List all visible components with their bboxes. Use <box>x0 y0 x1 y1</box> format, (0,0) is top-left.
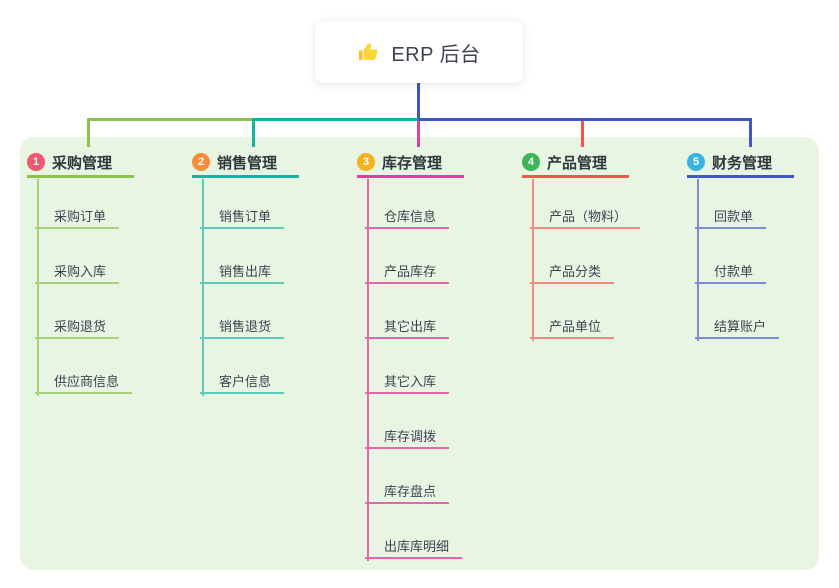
node-product-category[interactable]: 产品分类 <box>530 260 615 284</box>
node-supplier-info[interactable]: 供应商信息 <box>35 370 133 394</box>
bus-connector-blue <box>418 118 752 121</box>
drop-connector-branch4 <box>581 121 584 147</box>
branch-header-sales[interactable]: 2 销售管理 <box>192 149 299 178</box>
branch5-children-connector <box>697 179 699 341</box>
branch-label: 库存管理 <box>382 154 443 172</box>
node-receipt-bill[interactable]: 回款单 <box>695 205 767 229</box>
branch-label: 产品管理 <box>547 154 608 172</box>
node-sales-outbound[interactable]: 销售出库 <box>200 260 285 284</box>
node-other-outbound[interactable]: 其它出库 <box>365 315 450 339</box>
node-payment-bill[interactable]: 付款单 <box>695 260 767 284</box>
thumbs-up-icon <box>357 40 381 64</box>
branch-label: 销售管理 <box>217 154 278 172</box>
node-sales-order[interactable]: 销售订单 <box>200 205 285 229</box>
branch1-children-connector <box>37 179 39 396</box>
branch-number-badge: 1 <box>27 153 45 171</box>
node-stock-transfer[interactable]: 库存调拨 <box>365 425 450 449</box>
node-product-unit[interactable]: 产品单位 <box>530 315 615 339</box>
node-settlement-account[interactable]: 结算账户 <box>695 315 780 339</box>
branch-header-finance[interactable]: 5 财务管理 <box>687 149 794 178</box>
drop-connector-branch3 <box>417 121 420 147</box>
drop-connector-branch5 <box>749 121 752 147</box>
branch-number-badge: 5 <box>687 153 705 171</box>
node-warehouse-info[interactable]: 仓库信息 <box>365 205 450 229</box>
node-other-inbound[interactable]: 其它入库 <box>365 370 450 394</box>
node-purchase-return[interactable]: 采购退货 <box>35 315 120 339</box>
node-customer-info[interactable]: 客户信息 <box>200 370 285 394</box>
branch4-children-connector <box>532 179 534 341</box>
bus-connector-green <box>87 118 253 121</box>
branch-header-product[interactable]: 4 产品管理 <box>522 149 629 178</box>
branch-label: 财务管理 <box>712 154 773 172</box>
branch-header-purchase[interactable]: 1 采购管理 <box>27 149 134 178</box>
branch-number-badge: 4 <box>522 153 540 171</box>
branch3-children-connector <box>367 179 369 561</box>
drop-connector-branch2 <box>252 121 255 147</box>
node-outbound-detail[interactable]: 出库库明细 <box>365 535 463 559</box>
branch-number-badge: 3 <box>357 153 375 171</box>
node-purchase-order[interactable]: 采购订单 <box>35 205 120 229</box>
node-sales-return[interactable]: 销售退货 <box>200 315 285 339</box>
node-purchase-inbound[interactable]: 采购入库 <box>35 260 120 284</box>
node-stock-taking[interactable]: 库存盘点 <box>365 480 450 504</box>
branch-header-inventory[interactable]: 3 库存管理 <box>357 149 464 178</box>
root-node-erp-backend[interactable]: ERP 后台 <box>315 21 523 83</box>
branch-label: 采购管理 <box>52 154 113 172</box>
branches-panel <box>20 137 819 570</box>
branch-number-badge: 2 <box>192 153 210 171</box>
root-drop-connector <box>417 83 420 120</box>
bus-connector-teal <box>252 118 420 121</box>
drop-connector-branch1 <box>87 121 90 147</box>
root-node-title: ERP 后台 <box>391 43 481 66</box>
node-product-material[interactable]: 产品（物料） <box>530 205 641 229</box>
branch2-children-connector <box>202 179 204 396</box>
node-product-stock[interactable]: 产品库存 <box>365 260 450 284</box>
